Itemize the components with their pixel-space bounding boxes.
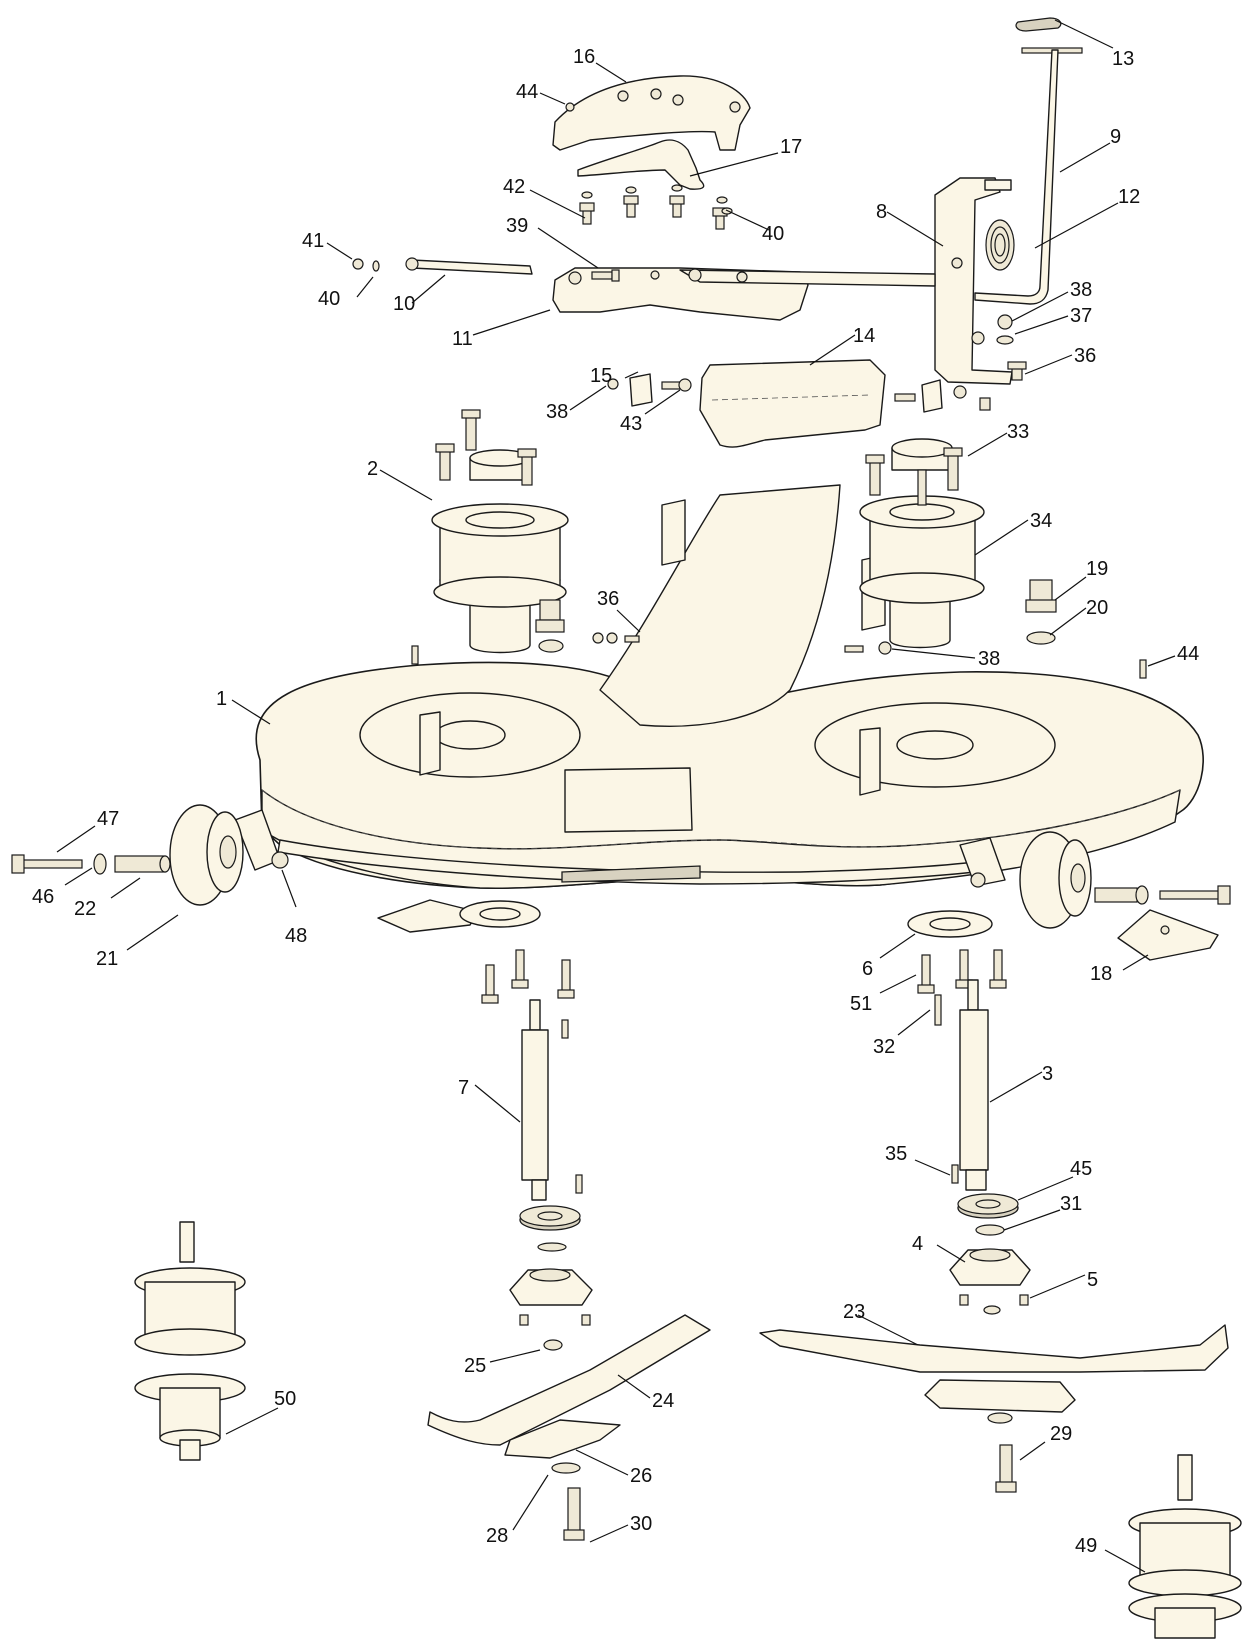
hardware-38-37-36-right — [971, 314, 1027, 381]
callout-24: 24 — [652, 1390, 674, 1412]
callout-2: 2 — [367, 458, 378, 480]
callout-21: 21 — [96, 948, 118, 970]
part-blade-adapter-left — [509, 1268, 593, 1351]
callout-42: 42 — [503, 176, 525, 198]
part-10-rod — [352, 257, 533, 275]
callout-36a: 36 — [597, 588, 619, 610]
part-8-bracket — [934, 177, 1013, 385]
callout-35: 35 — [885, 1143, 907, 1165]
part-45-bearing-right — [957, 1193, 1019, 1219]
callout-38b: 38 — [546, 401, 568, 423]
callout-11: 11 — [452, 328, 473, 350]
leader-lines — [56, 19, 1176, 1573]
callout-48: 48 — [285, 925, 307, 947]
callout-31: 31 — [1060, 1193, 1082, 1215]
part-bearing-left — [519, 1205, 581, 1252]
callout-6: 6 — [862, 958, 873, 980]
hardware-fitting-19-20 — [844, 579, 1147, 679]
callout-36b: 36 — [1074, 345, 1096, 367]
callout-28: 28 — [486, 1525, 508, 1547]
callout-10: 10 — [393, 293, 415, 315]
callout-1: 1 — [216, 688, 227, 710]
part-18-bracket — [1117, 909, 1219, 961]
callout-38c: 38 — [978, 648, 1000, 670]
callout-4: 4 — [912, 1233, 923, 1255]
callout-15: 15 — [590, 365, 612, 387]
callout-16: 16 — [573, 46, 595, 68]
part-23-blade-right — [759, 1324, 1229, 1493]
callout-43: 43 — [620, 413, 642, 435]
part-15-plate-right — [894, 379, 991, 413]
part-15-plate-left — [607, 373, 692, 407]
part-7-shaft-left — [521, 999, 583, 1201]
callout-51: 51 — [850, 993, 872, 1015]
part-16-cover — [552, 75, 751, 151]
callout-30: 30 — [630, 1513, 652, 1535]
part-24-blade-left — [427, 1314, 711, 1541]
callout-41b: 41 — [302, 230, 324, 252]
part-12-spring — [985, 219, 1015, 271]
callout-20: 20 — [1086, 597, 1108, 619]
callout-7: 7 — [458, 1077, 469, 1099]
callout-8: 8 — [876, 201, 887, 223]
callout-13: 13 — [1112, 48, 1134, 70]
callout-32: 32 — [873, 1036, 895, 1058]
callout-44: 44 — [1177, 643, 1199, 665]
part-4-blade-adapter-right — [949, 1248, 1031, 1315]
callout-39: 39 — [506, 215, 528, 237]
callout-17: 17 — [780, 136, 802, 158]
callout-47: 47 — [97, 808, 119, 830]
part-14-shield — [699, 359, 886, 448]
part-21-wheel-left — [169, 804, 289, 906]
hardware-axle-left — [11, 853, 171, 875]
callout-12: 12 — [1118, 186, 1140, 208]
hardware-bolts-42 — [579, 184, 733, 230]
part-9-lift-rod — [974, 49, 1059, 305]
hardware-axle-right — [1094, 885, 1231, 905]
callout-45: 45 — [1070, 1158, 1092, 1180]
part-34-spindle-right — [859, 438, 985, 649]
callout-labels: 16 44 13 9 17 42 40 12 8 41 39 40 10 11 … — [32, 46, 1199, 1557]
part-17-plate — [577, 139, 705, 190]
hardware-fitting-left — [411, 599, 640, 665]
part-1-mower-deck — [255, 484, 1204, 889]
hardware-51-bolts — [481, 949, 1007, 1004]
callout-18: 18 — [1090, 963, 1112, 985]
callout-49: 49 — [1075, 1535, 1097, 1557]
callout-38a: 38 — [1070, 279, 1092, 301]
part-3-shaft-right — [934, 979, 989, 1191]
callout-5: 5 — [1087, 1269, 1098, 1291]
callout-33: 33 — [1007, 421, 1029, 443]
callout-46: 46 — [32, 886, 54, 908]
callout-50: 50 — [274, 1388, 296, 1410]
part-21-wheel-right — [959, 831, 1092, 929]
callout-29: 29 — [1050, 1423, 1072, 1445]
part-50-spindle-assembly — [134, 1221, 246, 1461]
callout-22: 22 — [74, 898, 96, 920]
part-2-spindle-left — [431, 409, 569, 654]
callout-3: 3 — [1042, 1063, 1053, 1085]
callout-34: 34 — [1030, 510, 1052, 532]
part-39-bolt — [591, 269, 620, 282]
part-31-snap-ring — [975, 1224, 1005, 1236]
callout-25: 25 — [464, 1355, 486, 1377]
callout-14: 14 — [853, 325, 875, 347]
part-6-plate-right — [907, 910, 993, 938]
part-49-spindle-assembly — [1128, 1454, 1242, 1639]
callout-26: 26 — [630, 1465, 652, 1487]
part-13-handle — [1015, 17, 1083, 54]
callout-9: 9 — [1110, 126, 1121, 148]
callout-37: 37 — [1070, 305, 1092, 327]
part-6-plate-left — [459, 900, 541, 928]
callout-40a: 40 — [318, 288, 340, 310]
callout-41: 44 — [516, 81, 538, 103]
callout-23: 23 — [843, 1301, 865, 1323]
callout-19: 19 — [1086, 558, 1108, 580]
callout-40b: 40 — [762, 223, 784, 245]
